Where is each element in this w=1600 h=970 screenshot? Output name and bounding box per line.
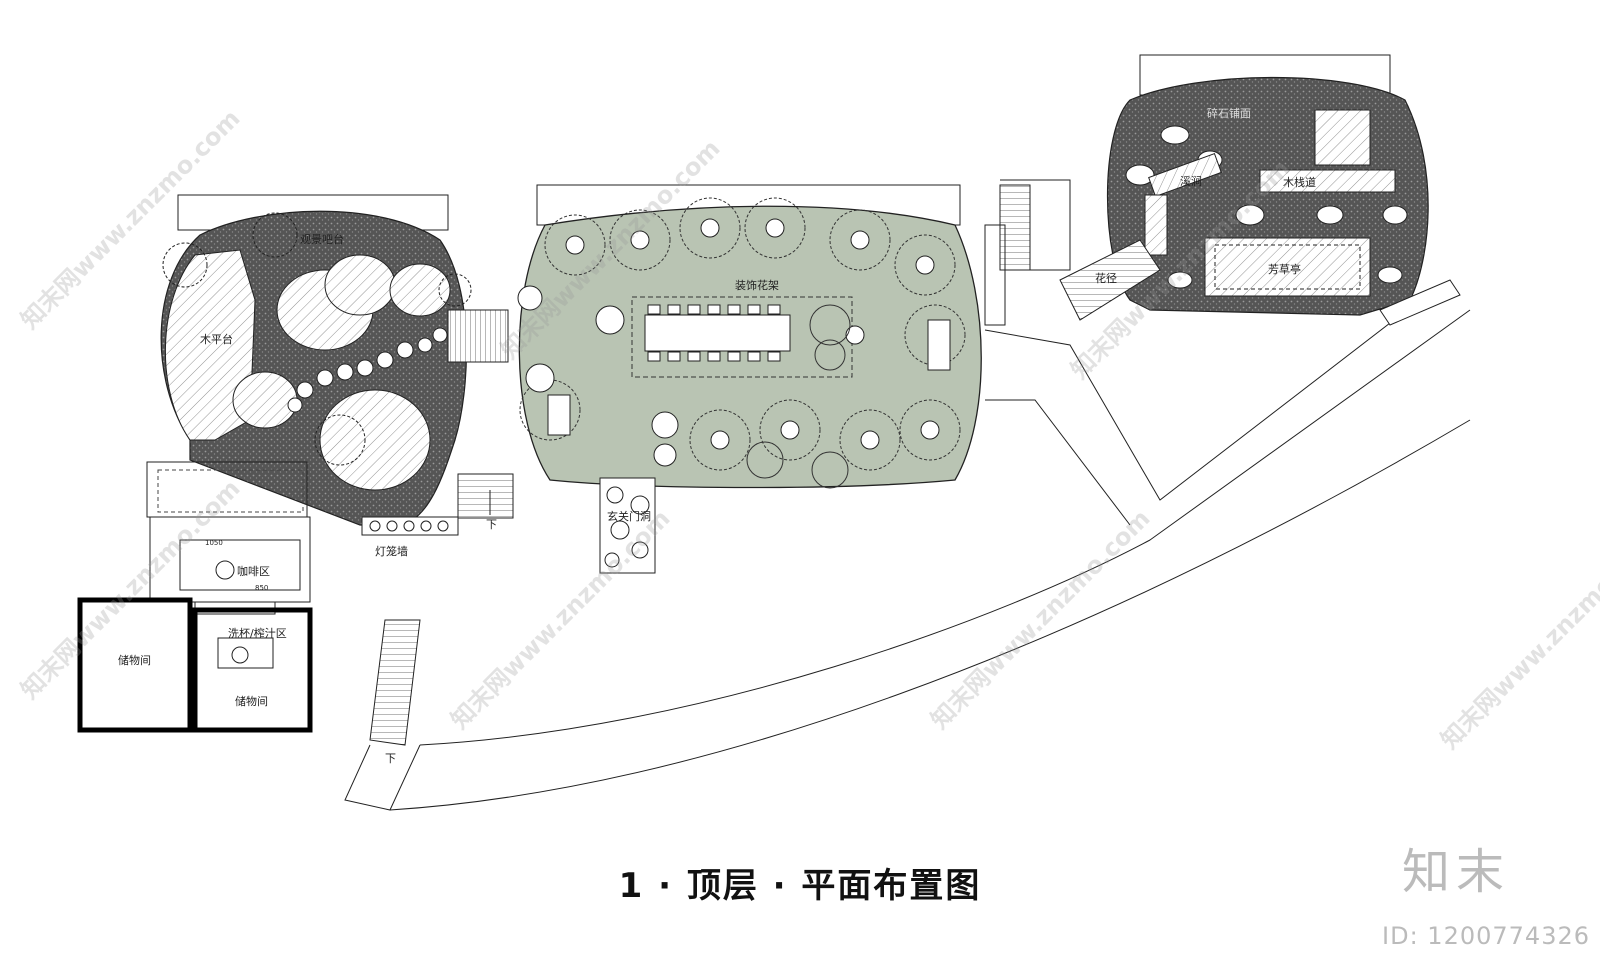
brand-logo: 知末	[1401, 844, 1510, 900]
label-storage-1: 储物间	[118, 653, 151, 667]
label-down-2: 下	[385, 752, 396, 765]
label-moon-gate: 玄关门洞	[607, 509, 651, 523]
left-roof-garden: 观景吧台 木平台 灯笼墙 下	[160, 194, 514, 558]
label-boardwalk: 木栈道	[1283, 175, 1316, 189]
id-number: ID: 1200774326	[1382, 922, 1590, 950]
label-guanjing-bar: 观景吧台	[300, 232, 344, 246]
label-herb-pavilion: 芳草亭	[1268, 262, 1301, 276]
label-wood-platform: 木平台	[200, 332, 233, 346]
central-terrace: 装饰花架 玄关门洞	[517, 184, 1006, 574]
cafe-block: 咖啡区 1050 850 洗杯/榨汁区 储物间 储物间	[77, 461, 313, 733]
label-storage-2: 储物间	[235, 694, 268, 708]
label-down-1: 下	[486, 518, 497, 531]
label-flower-path: 花径	[1095, 272, 1117, 285]
label-dim-1050: 1050	[205, 539, 223, 547]
right-roof-garden: 碎石铺面 溪涧 木栈道 花径 芳草亭	[1059, 54, 1461, 326]
label-decor-trellis: 装饰花架	[735, 278, 779, 292]
drawing-title: 1 · 顶层 · 平面布置图	[618, 866, 982, 906]
label-lantern-wall: 灯笼墙	[375, 544, 408, 558]
label-wash: 洗杯/榨汁区	[228, 626, 287, 640]
label-gravel-paving: 碎石铺面	[1207, 106, 1251, 120]
label-cafe: 咖啡区	[237, 564, 270, 578]
label-dim-850: 850	[255, 584, 268, 592]
label-stream: 溪涧	[1180, 175, 1202, 188]
